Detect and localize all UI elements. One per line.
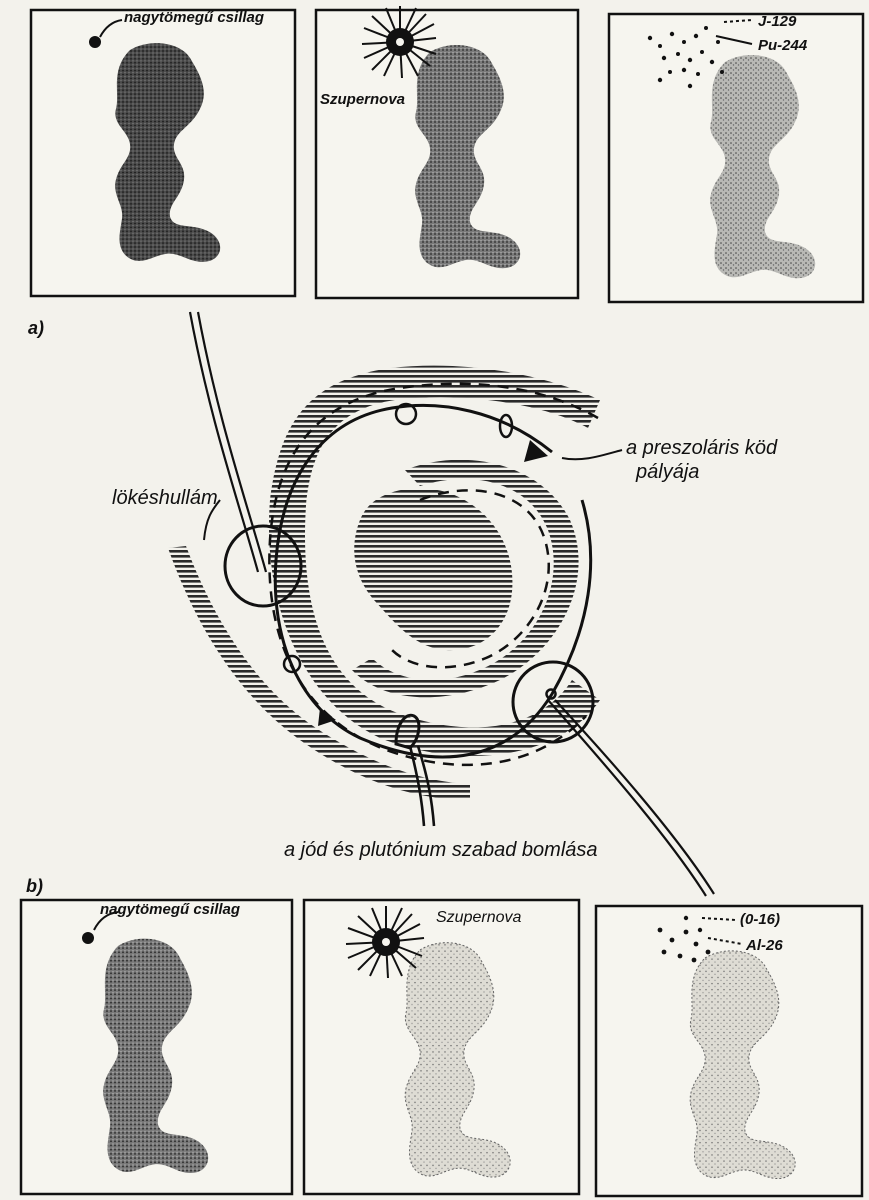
top-isotope-1: J-129	[758, 13, 797, 30]
top-panel-1: nagytömegű csillag	[31, 9, 295, 296]
top-panel-1-label: nagytömegű csillag	[124, 9, 264, 26]
panel-label-b: b)	[26, 876, 43, 896]
panel-label-a: a)	[28, 318, 44, 338]
bottom-panel-1-label: nagytömegű csillag	[100, 901, 240, 918]
top-isotope-2: Pu-244	[758, 37, 808, 54]
spiral-arms	[168, 366, 600, 800]
shock-wave-label: lökéshullám	[112, 487, 218, 509]
bottom-panel-3: (0-16) Al-26	[596, 906, 862, 1196]
core-blob	[354, 488, 512, 650]
bottom-panel-1: nagytömegű csillag	[21, 900, 292, 1194]
bottom-panel-2: Szupernova	[304, 900, 579, 1194]
orbit-label-line1: a preszoláris köd	[626, 437, 778, 459]
top-panel-2: Szupernova	[316, 6, 578, 298]
top-panel-3: J-129 Pu-244	[609, 13, 863, 302]
bottom-isotope-2: Al-26	[745, 937, 783, 954]
decay-label: a jód és plutónium szabad bomlása	[284, 839, 598, 861]
bottom-isotope-1: (0-16)	[740, 911, 780, 928]
top-panel-2-label: Szupernova	[320, 91, 405, 108]
orbit-label-line2: pályája	[635, 461, 699, 483]
bottom-panel-2-label: Szupernova	[436, 909, 521, 926]
